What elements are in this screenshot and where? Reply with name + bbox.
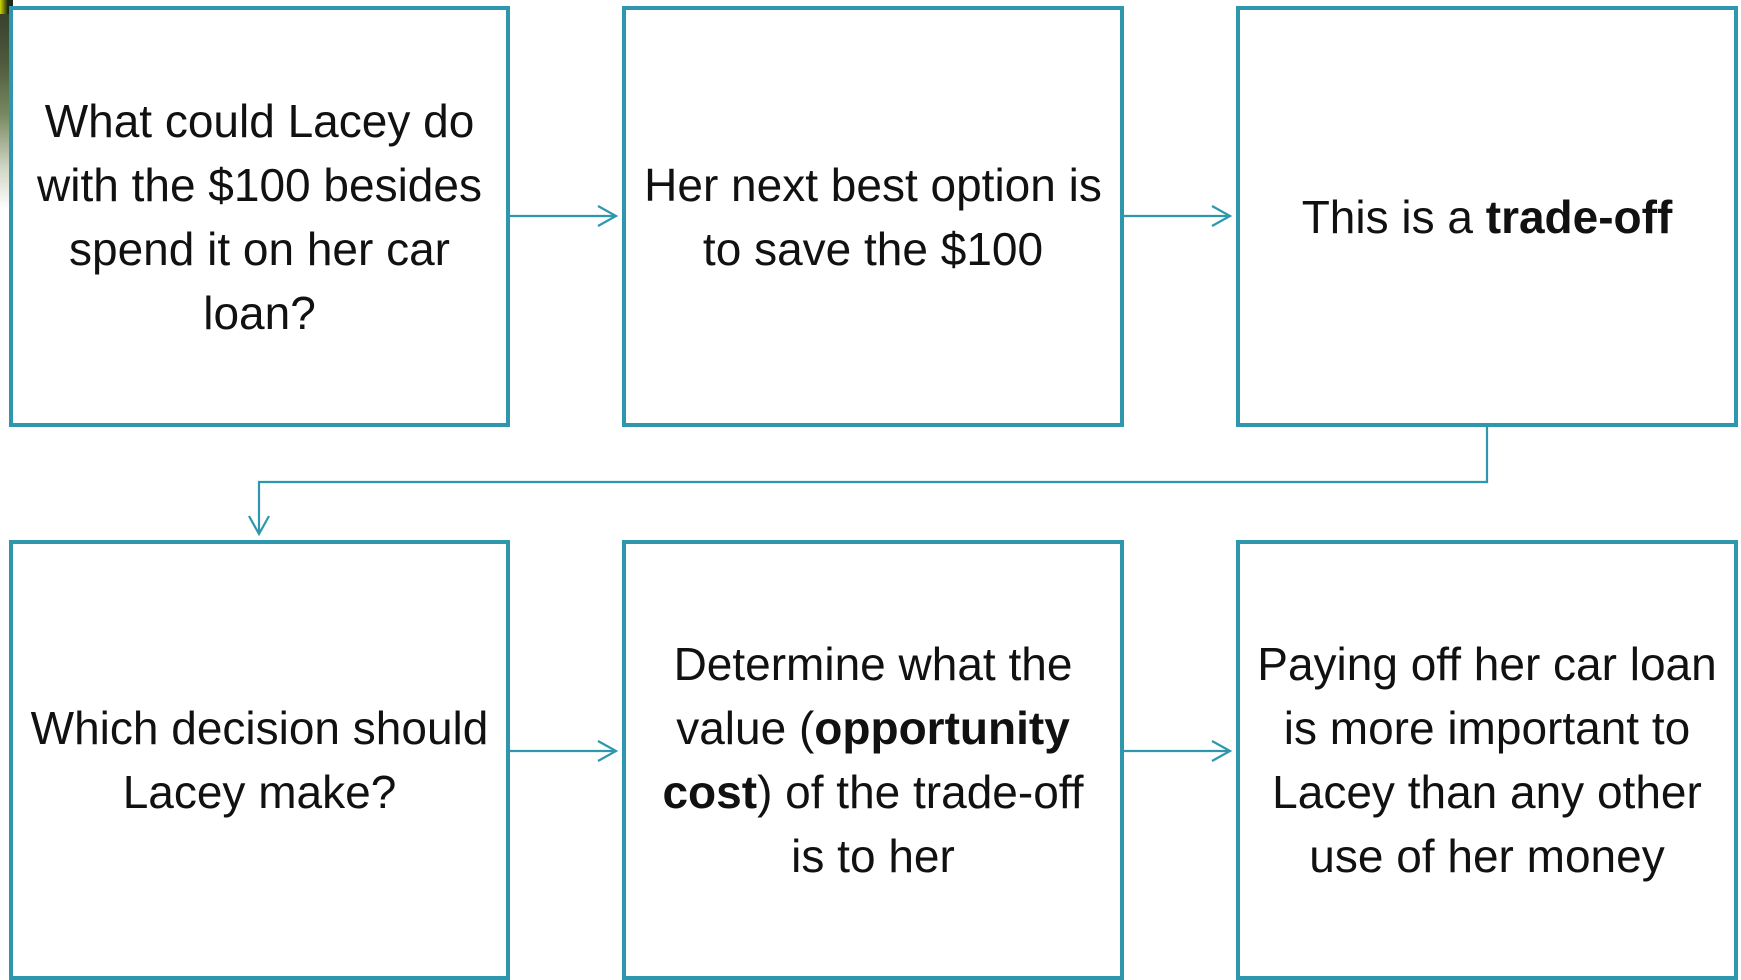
connector-question-to-next-best-option: [510, 205, 619, 227]
trade-off-box: This is a trade-off: [1236, 6, 1738, 427]
conclusion-box: Paying off her car loan is more importan…: [1236, 540, 1738, 980]
opportunity-cost-text-part: Determine what the value (: [673, 638, 1073, 754]
connector-trade-off-to-decision: [248, 427, 1489, 537]
decision-box: Which decision should Lacey make?: [9, 540, 510, 980]
opportunity-cost-text-part: ) of the trade-off is to her: [757, 766, 1084, 882]
trade-off-text: This is a trade-off: [1302, 185, 1673, 249]
next-best-option-text: Her next best option is to save the $100: [640, 153, 1106, 281]
conclusion-text-part: Paying off her car loan is more importan…: [1257, 638, 1717, 882]
question-box: What could Lacey do with the $100 beside…: [9, 6, 510, 427]
next-best-option-box: Her next best option is to save the $100: [622, 6, 1124, 427]
opportunity-cost-box: Determine what the value (opportunity co…: [622, 540, 1124, 980]
question-text: What could Lacey do with the $100 beside…: [27, 89, 492, 345]
opportunity-cost-text: Determine what the value (opportunity co…: [640, 632, 1106, 888]
question-text-part: What could Lacey do with the $100 beside…: [37, 94, 482, 339]
opportunity-cost-term: opportunity cost: [662, 702, 1070, 818]
trade-off-text-part: This is a: [1301, 190, 1486, 243]
trade-off-term: trade-off: [1485, 190, 1673, 243]
decision-text: Which decision should Lacey make?: [27, 696, 492, 824]
next-best-option-text-part: Her next best option is to save the $100: [644, 158, 1102, 275]
connector-next-best-option-to-trade-off: [1124, 205, 1233, 227]
connector-decision-to-opportunity-cost: [510, 740, 619, 762]
decision-text-part: Which decision should Lacey make?: [30, 702, 489, 818]
connector-opportunity-cost-to-conclusion: [1124, 740, 1233, 762]
conclusion-text: Paying off her car loan is more importan…: [1254, 632, 1720, 888]
